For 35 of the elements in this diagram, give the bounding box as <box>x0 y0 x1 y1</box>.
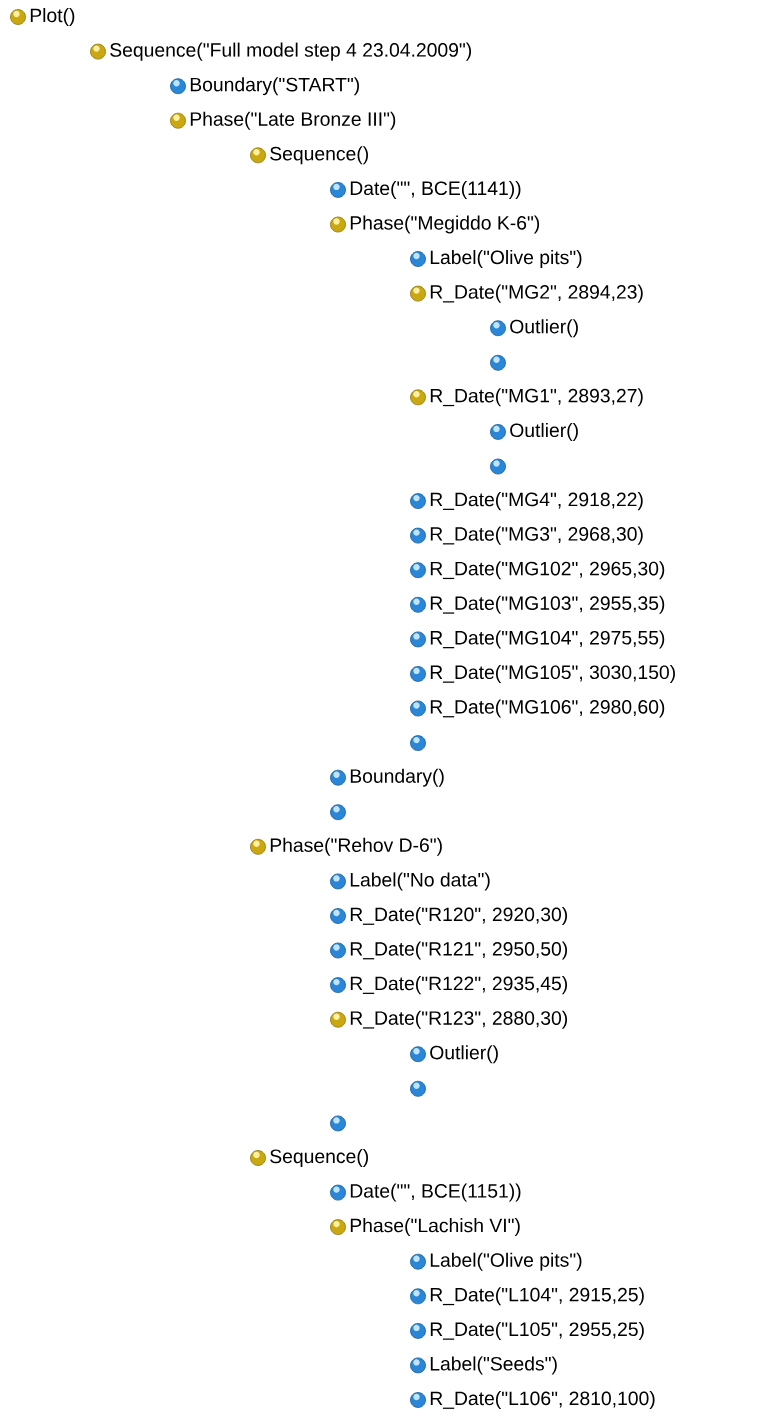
tree-item-label: R_Date("R121", 2950,50) <box>350 941 567 960</box>
tree-item-label: Sequence() <box>270 1149 368 1167</box>
tree-item-label: Phase("Late Bronze III") <box>190 111 396 130</box>
tree-item-label: Date("", BCE(1141)) <box>350 180 521 199</box>
tree-item-label: Boundary("START") <box>190 77 359 96</box>
tree-item-label: Label("No data") <box>350 872 490 891</box>
tree-item-label: R_Date("MG4", 2918,22) <box>430 492 643 511</box>
tree-item-label: Plot() <box>30 8 75 27</box>
tree-item-label: R_Date("MG106", 2980,60) <box>430 699 665 718</box>
tree-item-label: Outlier() <box>510 319 578 338</box>
tree-item-label: R_Date("MG104", 2975,55) <box>430 630 665 649</box>
tree-item-label: Phase("Megiddo K-6") <box>350 215 540 234</box>
tree-item-label: Label("Seeds") <box>430 1356 557 1375</box>
tree-item-label: R_Date("MG102", 2965,30) <box>430 561 665 580</box>
tree-item-label: Boundary() <box>350 768 444 787</box>
tree-item-label: Label("Olive pits") <box>430 1252 582 1271</box>
tree-item-label: R_Date("L106", 2810,100) <box>430 1391 655 1409</box>
tree-item-label: Label("Olive pits") <box>430 250 582 269</box>
tree-item-label: Sequence("Full model step 4 23.04.2009") <box>110 42 472 61</box>
tree-item-label: R_Date("MG103", 2955,35) <box>430 595 665 614</box>
tree-item-label: Phase("Rehov D-6") <box>270 837 442 856</box>
tree-item-label: Outlier() <box>430 1045 498 1064</box>
tree-item-label: R_Date("MG1", 2893,27) <box>430 388 643 407</box>
tree-item-label: R_Date("R123", 2880,30) <box>350 1010 567 1029</box>
tree-item-label: Date("", BCE(1151)) <box>350 1183 521 1202</box>
tree-item-label: R_Date("MG3", 2968,30) <box>430 526 643 545</box>
tree-item-label: R_Date("R122", 2935,45) <box>350 976 567 995</box>
tree-item-label: R_Date("L105", 2955,25) <box>430 1321 644 1340</box>
tree-item-label: R_Date("MG105", 3030,150) <box>430 664 675 683</box>
tree-item-label: R_Date("R120", 2920,30) <box>350 907 567 926</box>
tree-item-label: Outlier() <box>510 422 578 441</box>
tree-item-label: Phase("Lachish VI") <box>350 1218 520 1237</box>
tree-item-label: Sequence() <box>270 146 368 165</box>
tree-item-label: R_Date("MG2", 2894,23) <box>430 284 643 303</box>
tree-item-label: R_Date("L104", 2915,25) <box>430 1287 644 1306</box>
